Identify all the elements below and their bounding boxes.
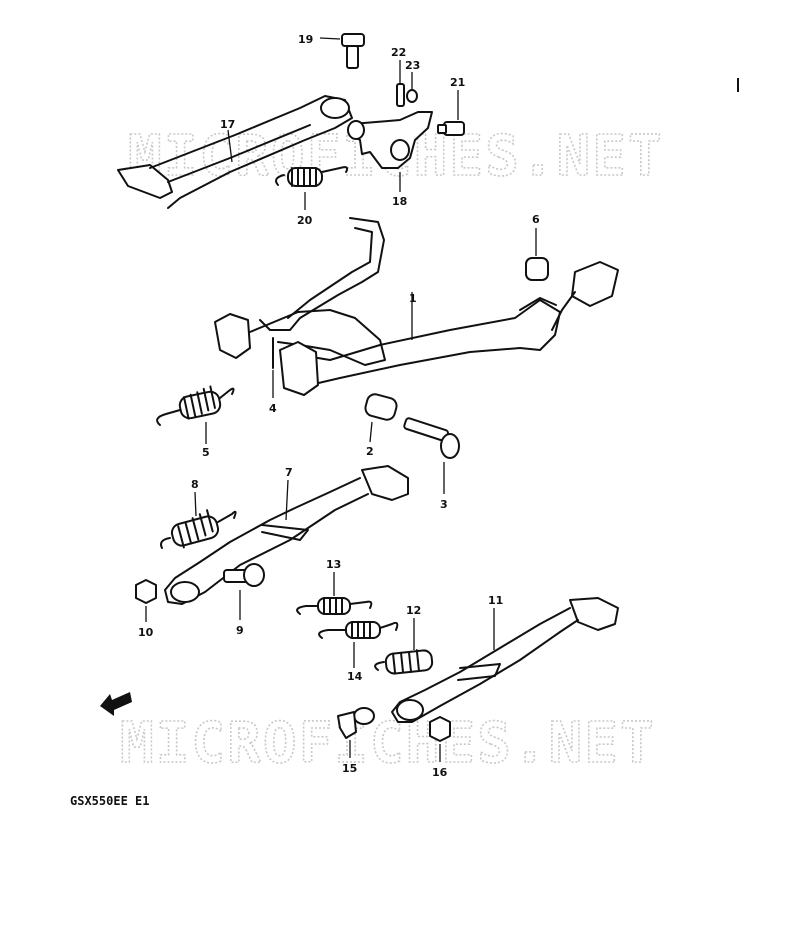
part-18-bracket: [347, 111, 433, 192]
label-17: 17: [220, 118, 235, 131]
label-21: 21: [450, 76, 465, 89]
label-15: 15: [342, 762, 357, 775]
label-8: 8: [191, 478, 199, 491]
label-11: 11: [488, 594, 503, 607]
label-23: 23: [405, 59, 420, 72]
label-20: 20: [297, 214, 313, 227]
part-17-brake-pedal: [117, 95, 353, 209]
part-20-spring: [275, 166, 349, 210]
label-16: 16: [432, 766, 448, 779]
part-5-spring: [156, 385, 235, 444]
part-8-spring: [160, 491, 237, 549]
label-9: 9: [236, 624, 244, 637]
label-2: 2: [366, 445, 374, 458]
part-13-spring: [296, 572, 373, 615]
label-13: 13: [326, 558, 341, 571]
label-22: 22: [391, 46, 406, 59]
label-12: 12: [406, 604, 421, 617]
part-23-washer: [406, 72, 418, 103]
part-6-rubber-cap: [525, 228, 549, 281]
part-12-spring: [374, 618, 434, 675]
part-11-side-stand: [391, 597, 619, 723]
part-21-bolt: [437, 90, 465, 136]
front-arrow-icon: [100, 692, 132, 716]
label-4: 4: [269, 402, 277, 415]
part-2-collar: [364, 393, 398, 443]
part-3-bolt: [403, 417, 460, 494]
part-9-bolt: [223, 563, 265, 620]
part-10-nut: [135, 579, 157, 622]
label-10: 10: [138, 626, 154, 639]
part-7-side-stand: [164, 465, 409, 605]
label-19: 19: [298, 33, 313, 46]
label-14: 14: [347, 670, 363, 683]
label-1: 1: [409, 292, 417, 305]
label-7: 7: [285, 466, 293, 479]
label-18: 18: [392, 195, 407, 208]
part-15-bolt: [337, 707, 375, 758]
label-6: 6: [532, 213, 540, 226]
part-1-main-stand: [214, 217, 619, 396]
part-14-spring: [318, 621, 399, 668]
model-code: GSX550EE E1: [70, 794, 149, 808]
part-16-nut: [429, 716, 451, 762]
part-22-pin: [396, 60, 405, 107]
part-19-bolt: [319, 33, 365, 69]
watermark-bottom: MICROFICHES.NET: [120, 711, 656, 776]
label-3: 3: [440, 498, 448, 511]
label-5: 5: [202, 446, 210, 459]
